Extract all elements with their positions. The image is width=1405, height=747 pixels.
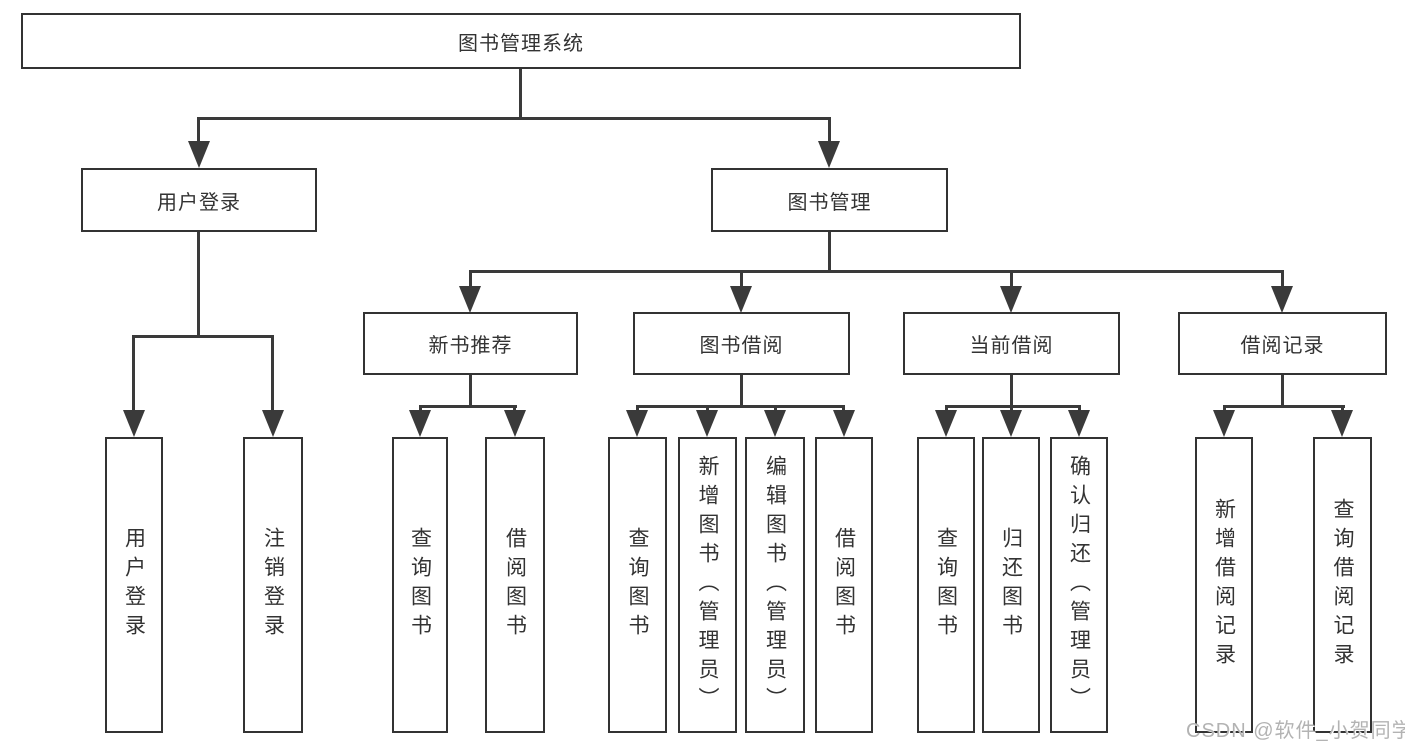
leaf-br-query-record-label: 查询借阅记录 (1331, 498, 1355, 672)
leaf-nbr-query-book-label: 查询图书 (408, 527, 432, 643)
connector-stem-new-book-rec (469, 270, 472, 289)
node-book-mgmt: 图书管理 (711, 168, 948, 232)
node-book-mgmt-label: 图书管理 (787, 191, 872, 214)
arrow-to-leaf-logout (262, 410, 284, 437)
connector-stem-cb-return (1010, 405, 1013, 413)
arrow-to-book-mgmt (818, 141, 840, 168)
leaf-bb-edit-book-admin-label: 编辑图书（管理员） (763, 454, 787, 716)
connector-br-bar (1223, 405, 1345, 408)
connector-stem-book-borrow (740, 270, 743, 289)
arrow-to-bb-borrow (833, 410, 855, 437)
leaf-bb-add-book-admin: 新增图书（管理员） (678, 437, 737, 733)
node-user-login: 用户登录 (81, 168, 317, 232)
leaf-bb-query-book-label: 查询图书 (626, 527, 650, 643)
connector-bb-stem (740, 374, 743, 407)
arrow-to-cb-confirm (1068, 410, 1090, 437)
leaf-bb-borrow-book-label: 借阅图书 (832, 527, 856, 643)
leaf-br-add-record-label: 新增借阅记录 (1212, 498, 1236, 672)
arrow-to-user-login (188, 141, 210, 168)
leaf-bb-add-book-admin-label: 新增图书（管理员） (696, 454, 720, 716)
connector-stem-bb-borrow (842, 405, 845, 413)
connector-stem-user-login (197, 117, 200, 144)
connector-userlogin-bar (132, 335, 274, 338)
leaf-cb-query-book-label: 查询图书 (934, 527, 958, 643)
connector-stem-cb-query (945, 405, 948, 413)
connector-stem-cb-confirm (1078, 405, 1081, 413)
arrow-to-cb-query (935, 410, 957, 437)
leaf-bb-borrow-book: 借阅图书 (815, 437, 873, 733)
leaf-br-query-record: 查询借阅记录 (1313, 437, 1372, 733)
leaf-bb-query-book: 查询图书 (608, 437, 667, 733)
node-book-borrow: 图书借阅 (633, 312, 850, 375)
connector-stem-leaf-userlogin (132, 335, 135, 412)
connector-level2-bar (197, 117, 831, 120)
connector-stem-br-add (1223, 405, 1226, 413)
arrow-to-bb-add (696, 410, 718, 437)
arrow-to-leaf-userlogin (123, 410, 145, 437)
connector-bb-bar (636, 405, 845, 408)
connector-stem-bb-add (706, 405, 709, 413)
arrow-to-current-borrow (1000, 286, 1022, 313)
leaf-nbr-borrow-book-label: 借阅图书 (503, 527, 527, 643)
arrow-to-nbr-borrow (504, 410, 526, 437)
node-root-label: 图书管理系统 (458, 32, 584, 55)
arrow-to-bb-query (626, 410, 648, 437)
node-current-borrow: 当前借阅 (903, 312, 1120, 375)
leaf-cb-return-book-label: 归还图书 (999, 527, 1023, 643)
connector-cb-stem (1010, 374, 1013, 407)
leaf-user-login-label: 用户登录 (122, 527, 146, 643)
connector-stem-current-borrow (1010, 270, 1013, 289)
connector-stem-br-query (1341, 405, 1344, 413)
connector-userlogin-stem (197, 231, 200, 337)
arrow-to-br-query (1331, 410, 1353, 437)
leaf-nbr-borrow-book: 借阅图书 (485, 437, 545, 733)
leaf-bb-edit-book-admin: 编辑图书（管理员） (745, 437, 805, 733)
leaf-nbr-query-book: 查询图书 (392, 437, 448, 733)
connector-stem-nbr-borrow (513, 405, 516, 413)
node-borrow-records: 借阅记录 (1178, 312, 1387, 375)
leaf-cb-return-book: 归还图书 (982, 437, 1040, 733)
arrow-to-borrow-records (1271, 286, 1293, 313)
leaf-cb-confirm-return-admin: 确认归还（管理员） (1050, 437, 1108, 733)
leaf-cb-query-book: 查询图书 (917, 437, 975, 733)
leaf-logout: 注销登录 (243, 437, 303, 733)
leaf-logout-label: 注销登录 (261, 527, 285, 643)
csdn-watermark: CSDN @软件_小贺同学 (1186, 720, 1405, 742)
connector-bookmgmt-stem (828, 231, 831, 272)
connector-nbr-stem (469, 374, 472, 407)
connector-cb-bar (945, 405, 1081, 408)
arrow-to-book-borrow (730, 286, 752, 313)
node-user-login-label: 用户登录 (157, 191, 241, 214)
connector-stem-book-mgmt (828, 117, 831, 144)
connector-level3-bar (469, 270, 1283, 273)
node-borrow-records-label: 借阅记录 (1240, 335, 1325, 357)
node-current-borrow-label: 当前借阅 (969, 335, 1054, 357)
leaf-br-add-record: 新增借阅记录 (1195, 437, 1253, 733)
connector-br-stem (1281, 374, 1284, 407)
leaf-user-login: 用户登录 (105, 437, 163, 733)
node-book-borrow-label: 图书借阅 (699, 335, 784, 357)
node-new-book-rec-label: 新书推荐 (428, 335, 513, 357)
connector-stem-nbr-query (419, 405, 422, 413)
arrow-to-bb-edit (764, 410, 786, 437)
leaf-cb-confirm-return-admin-label: 确认归还（管理员） (1067, 454, 1091, 716)
connector-root-stem (519, 67, 522, 118)
connector-stem-bb-query (636, 405, 639, 413)
connector-stem-borrow-records (1281, 270, 1284, 289)
arrow-to-cb-return (1000, 410, 1022, 437)
arrow-to-new-book-rec (459, 286, 481, 313)
node-root: 图书管理系统 (21, 13, 1021, 69)
connector-nbr-bar (419, 405, 517, 408)
arrow-to-nbr-query (409, 410, 431, 437)
arrow-to-br-add (1213, 410, 1235, 437)
connector-stem-bb-edit (774, 405, 777, 413)
node-new-book-rec: 新书推荐 (363, 312, 578, 375)
connector-stem-leaf-logout (271, 335, 274, 412)
